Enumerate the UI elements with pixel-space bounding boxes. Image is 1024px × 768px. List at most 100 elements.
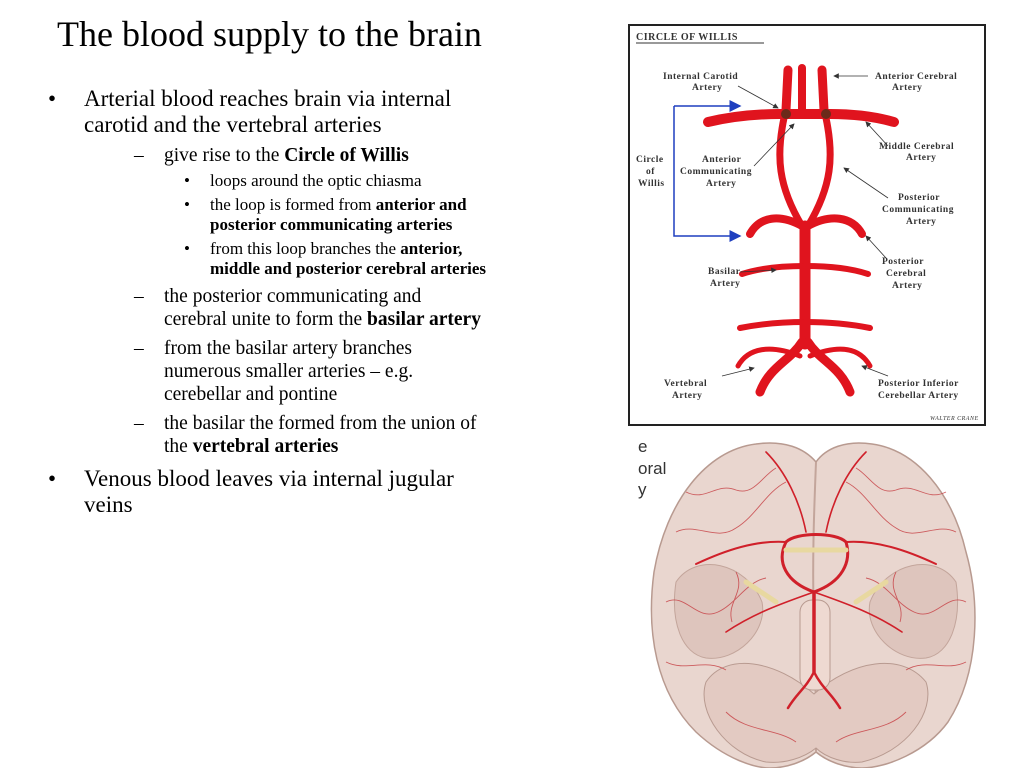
brain-pca-left [725,591,815,633]
vertebral-left [755,337,807,397]
bullet-arterial-supply: • Arterial blood reaches brain via inter… [48,86,488,458]
label-anterior-comm-3: Artery [706,179,736,189]
artist-signature: WALTER CRANE [930,416,979,422]
circle-of-willis-diagram: CIRCLE OF WILLIS [628,24,986,426]
subsubbullet-bold: anterior and posterior communicating art… [210,195,467,234]
artery-drawing [703,64,899,397]
cropped-text-2: oral [638,459,666,478]
subsubbullet-loop-formed: • the loop is formed from anterior and p… [84,195,488,235]
dash-marker: – [134,338,144,359]
subbullet-bold: vertebral arteries [192,436,339,457]
subbullet-circle-of-willis: – give rise to the Circle of Willis [84,144,488,167]
subsubbullet-loop-branches: • from this loop branches the anterior, … [84,239,488,279]
bullet-list: • Arterial blood reaches brain via inter… [48,86,488,526]
brain-vertebral-right [812,670,842,710]
subbullet-basilar-artery: – the posterior communicating and cerebr… [84,285,488,331]
bullet-marker: • [184,239,190,258]
bullet-marker: • [184,195,190,214]
label-willis: Willis [638,179,665,189]
pontine-branch-left [739,263,808,277]
label-vertebral: Vertebral [664,379,707,389]
cranial-nerve-right [853,579,889,605]
dash-marker: – [134,145,144,166]
label-middle-cerebral-artery: Artery [906,153,936,163]
label-posterior-comm-2: Communicating [882,205,954,215]
subbullet-text: from the basilar artery branches numerou… [164,338,414,405]
posterior-cerebral-left [746,214,806,238]
cerebellar-branch-left [737,319,808,331]
label-vertebral-artery: Artery [672,391,702,401]
label-posterior-comm: Posterior [898,193,940,203]
surface-vessels [665,467,967,743]
brain-mca-right [845,540,937,565]
label-anterior-cerebral: Anterior Cerebral [875,72,957,82]
pointer-pica [861,365,889,377]
pica-right [807,346,873,369]
cerebellar-branch-right [802,319,873,331]
brain-circle-top [784,533,848,544]
brain-vertebral-left [786,670,816,710]
dash-marker: – [134,413,144,434]
subbullet-text: the posterior communicating and cerebral… [164,286,422,330]
label-pica-2: Cerebellar Artery [878,391,959,401]
label-of: of [646,167,655,177]
label-anterior-comm: Anterior [702,155,742,165]
pontine-branch-right [802,263,871,277]
pointer-middle-cerebral [865,121,889,147]
slide-title: The blood supply to the brain [57,14,482,54]
brain-arteries [695,451,937,710]
pica-left [735,346,803,369]
carotid-junction-left [781,109,791,119]
pointer-basilar [739,267,777,274]
brain-mca-left [695,540,787,565]
label-posterior-cerebral-3: Artery [892,281,922,291]
internal-carotid-right [817,65,829,115]
willis-bracket-bottom [673,106,742,242]
subbullet-text: the basilar the formed from the union of… [164,413,477,457]
bullet-marker: • [48,466,57,491]
label-anterior-comm-2: Communicating [680,167,752,177]
brain-svg: e oral y [638,437,976,768]
label-pica: Posterior Inferior [878,379,959,389]
label-circle: Circle [636,155,664,165]
dash-marker: – [134,286,144,307]
pointer-internal-carotid [737,85,779,109]
subbullet-vertebral-arteries: – the basilar the formed from the union … [84,412,488,458]
subbullet-bold: Circle of Willis [284,145,409,166]
subbullet-text: give rise to the [164,145,285,166]
subsubbullet-optic-chiasma: • loops around the optic chiasma [84,171,488,191]
label-posterior-comm-3: Artery [906,217,936,227]
bullet-text: Arterial blood reaches brain via interna… [84,86,452,137]
posterior-communicating-right [804,114,834,230]
brain-pca-right [813,591,903,633]
bullet-text: Venous blood leaves via internal jugular… [84,466,454,517]
subbullet-bold: basilar artery [367,309,481,330]
subsubbullet-bold: anterior, middle and posterior cerebral … [210,239,487,278]
posterior-cerebral-right [804,214,866,238]
circle-of-willis-svg: CIRCLE OF WILLIS [636,32,979,422]
diagram-heading: CIRCLE OF WILLIS [636,32,738,43]
subsubbullet-text: loops around the optic chiasma [210,171,422,190]
vertebral-right [803,337,855,397]
subsubbullet-text: the loop is formed from [210,195,376,214]
middle-cerebral-left [703,109,785,127]
subsubbullet-text: from this loop branches the [210,239,401,258]
middle-cerebral-right [825,109,899,127]
label-internal-carotid-artery: Artery [692,83,722,93]
bullet-marker: • [48,86,57,111]
posterior-communicating-left [776,114,806,230]
label-basilar: Basilar [708,267,741,277]
subbullet-smaller-arteries: – from the basilar artery branches numer… [84,337,488,406]
brain-illustration: e oral y [636,432,1024,768]
pointer-posterior-cerebral [865,235,887,259]
label-posterior-cerebral-2: Cerebral [886,269,926,279]
label-anterior-cerebral-artery: Artery [892,83,922,93]
internal-carotid-left [781,65,793,115]
bullet-venous-drainage: • Venous blood leaves via internal jugul… [48,466,488,518]
bullet-marker: • [184,171,190,190]
pointer-vertebral [721,366,755,377]
pointer-posterior-communicating [843,167,889,199]
label-posterior-cerebral: Posterior [882,257,924,267]
cropped-text-1: e [638,437,647,456]
carotid-junction-right [821,109,831,119]
